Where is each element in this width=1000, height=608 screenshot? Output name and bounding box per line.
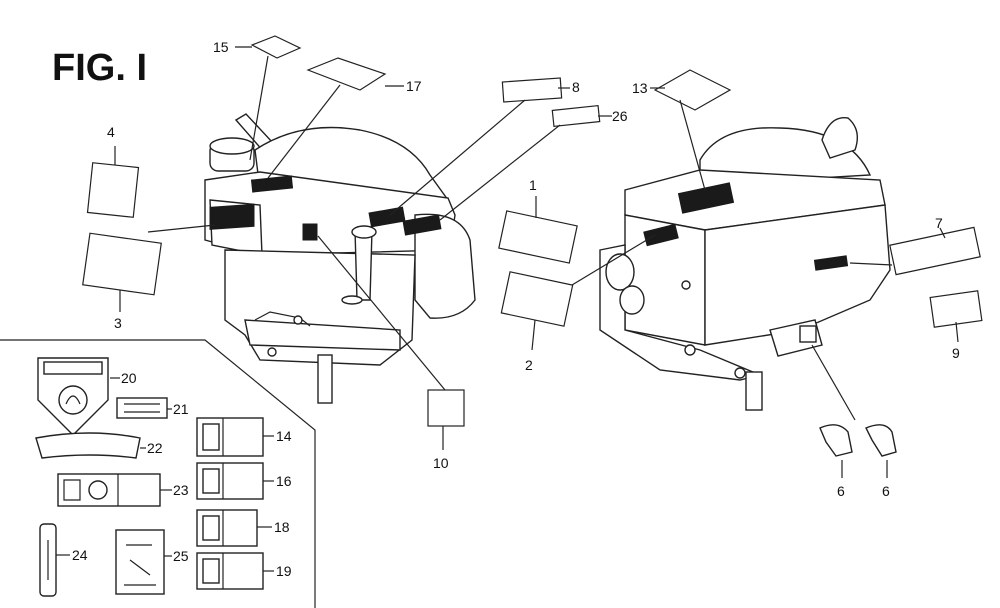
callout-26: 26: [612, 108, 628, 124]
label-13: [653, 69, 732, 111]
callout-22: 22: [147, 440, 163, 456]
label-18: [196, 509, 258, 547]
callout-1: 1: [529, 177, 537, 193]
label-15: [250, 35, 302, 59]
label-23: [57, 473, 161, 507]
label-9: [929, 290, 983, 328]
callout-9: 9: [952, 345, 960, 361]
label-19: [196, 552, 264, 590]
callout-21: 21: [173, 401, 189, 417]
label-7: [889, 226, 981, 276]
callout-14: 14: [276, 428, 292, 444]
label-4: [86, 162, 140, 218]
label-21: [116, 397, 168, 419]
label-14: [196, 417, 264, 457]
callout-13: 13: [632, 80, 648, 96]
callout-19: 19: [276, 563, 292, 579]
callout-6a: 6: [837, 483, 845, 499]
label-25: [115, 529, 165, 595]
leader-lines: [114, 46, 959, 478]
callout-20: 20: [121, 370, 137, 386]
callout-3: 3: [114, 315, 122, 331]
callout-10: 10: [433, 455, 449, 471]
callout-24: 24: [72, 547, 88, 563]
callout-18: 18: [274, 519, 290, 535]
label-10: [427, 389, 465, 427]
label-8: [501, 77, 563, 103]
callout-2: 2: [525, 357, 533, 373]
callout-15: 15: [213, 39, 229, 55]
callout-8: 8: [572, 79, 580, 95]
label-26: [551, 104, 601, 128]
engine-left: [204, 113, 476, 404]
figure-title: FIG. I: [52, 47, 147, 89]
inset-border: [0, 339, 316, 608]
label-20: [37, 357, 109, 436]
clip-6a: [819, 424, 853, 457]
callout-7: 7: [935, 215, 943, 231]
label-22: [35, 432, 141, 459]
callout-25: 25: [173, 548, 189, 564]
label-24: [39, 523, 57, 597]
callout-16: 16: [276, 473, 292, 489]
callout-4: 4: [107, 124, 115, 140]
engine-right: [599, 116, 891, 411]
callout-6b: 6: [882, 483, 890, 499]
label-16: [196, 462, 264, 500]
callout-17: 17: [406, 78, 422, 94]
label-2: [500, 271, 574, 327]
label-3: [82, 232, 162, 296]
label-17: [306, 57, 387, 91]
clip-6b: [865, 424, 897, 457]
label-1: [498, 210, 578, 264]
callout-23: 23: [173, 482, 189, 498]
